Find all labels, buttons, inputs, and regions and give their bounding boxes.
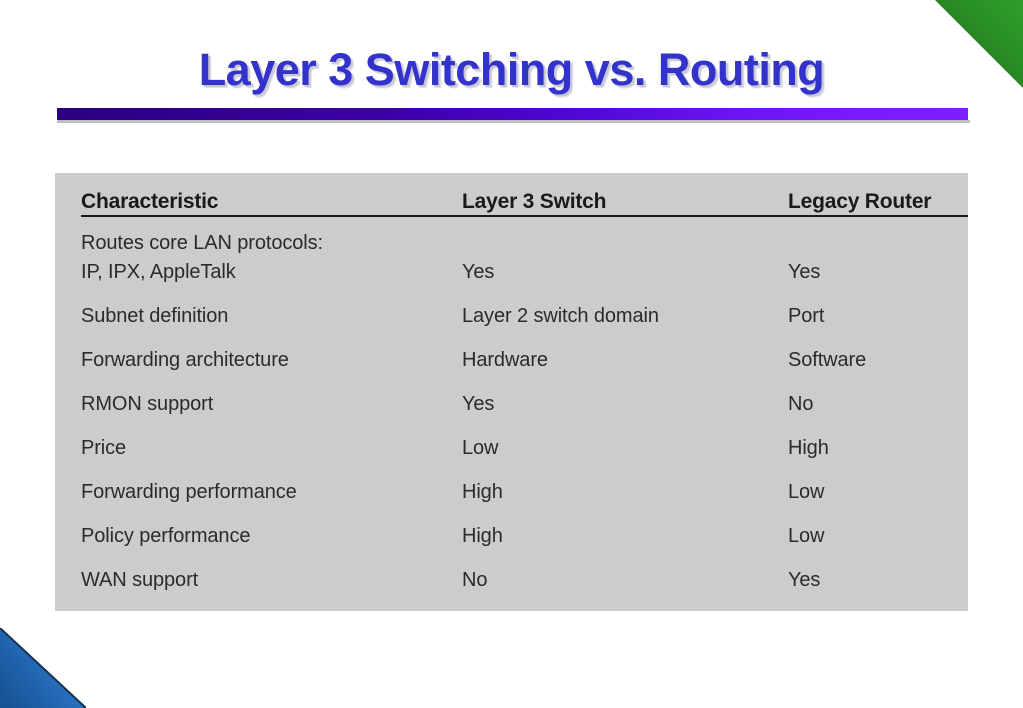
cell-characteristic: RMON support xyxy=(81,393,214,415)
title-divider-bar xyxy=(57,108,968,120)
cell-legacy-router: Low xyxy=(788,481,825,503)
cell-characteristic: Price xyxy=(81,437,127,459)
cell-layer3-switch: Yes xyxy=(462,261,495,283)
cell-legacy-router: High xyxy=(788,437,829,459)
table-header-row: Characteristic Layer 3 Switch Legacy Rou… xyxy=(81,190,968,230)
cell-layer3-switch: Yes xyxy=(462,393,495,415)
cell-legacy-router: Yes xyxy=(788,569,821,591)
title-divider-bar-shadow xyxy=(57,120,970,123)
table-row: Forwarding architecture Hardware Softwar… xyxy=(81,346,968,390)
column-header-layer3-switch: Layer 3 Switch xyxy=(462,190,607,213)
cell-layer3-switch: High xyxy=(462,481,503,503)
table-row: Routes core LAN protocols: IP, IPX, Appl… xyxy=(81,229,968,302)
cell-legacy-router: Software xyxy=(788,349,867,371)
cell-legacy-router: Port xyxy=(788,305,825,327)
slide-title: Layer 3 Switching vs. Routing xyxy=(198,44,825,95)
table-header-underline xyxy=(81,215,968,217)
table-body: Routes core LAN protocols: IP, IPX, Appl… xyxy=(81,229,968,610)
comparison-table: Characteristic Layer 3 Switch Legacy Rou… xyxy=(81,173,968,611)
cell-characteristic: Forwarding architecture xyxy=(81,349,289,371)
cell-layer3-switch: Hardware xyxy=(462,349,548,371)
cell-layer3-switch: No xyxy=(462,569,488,591)
table-row: Policy performance High Low xyxy=(81,522,968,566)
cell-layer3-switch: Layer 2 switch domain xyxy=(462,305,659,327)
column-header-legacy-router: Legacy Router xyxy=(788,190,932,213)
table-row: Subnet definition Layer 2 switch domain … xyxy=(81,302,968,346)
table-row: Price Low High xyxy=(81,434,968,478)
cell-layer3-switch: High xyxy=(462,525,503,547)
table-row: WAN support No Yes xyxy=(81,566,968,610)
cell-legacy-router: Yes xyxy=(788,261,821,283)
cell-characteristic: Routes core LAN protocols: IP, IPX, Appl… xyxy=(81,229,323,287)
table-row: Forwarding performance High Low xyxy=(81,478,968,522)
comparison-table-panel: Characteristic Layer 3 Switch Legacy Rou… xyxy=(55,173,968,611)
column-header-characteristic: Characteristic xyxy=(81,190,219,213)
cell-characteristic: Policy performance xyxy=(81,525,251,547)
cell-characteristic: Forwarding performance xyxy=(81,481,297,503)
cell-characteristic: Subnet definition xyxy=(81,305,229,327)
cell-legacy-router: Low xyxy=(788,525,825,547)
cell-characteristic-line2: IP, IPX, AppleTalk xyxy=(81,261,236,283)
cell-legacy-router: No xyxy=(788,393,814,415)
cell-characteristic-line1: Routes core LAN protocols: xyxy=(81,232,323,254)
bottom-left-triangle-decoration xyxy=(0,628,86,708)
table-row: RMON support Yes No xyxy=(81,390,968,434)
cell-layer3-switch: Low xyxy=(462,437,499,459)
cell-characteristic: WAN support xyxy=(81,569,199,591)
